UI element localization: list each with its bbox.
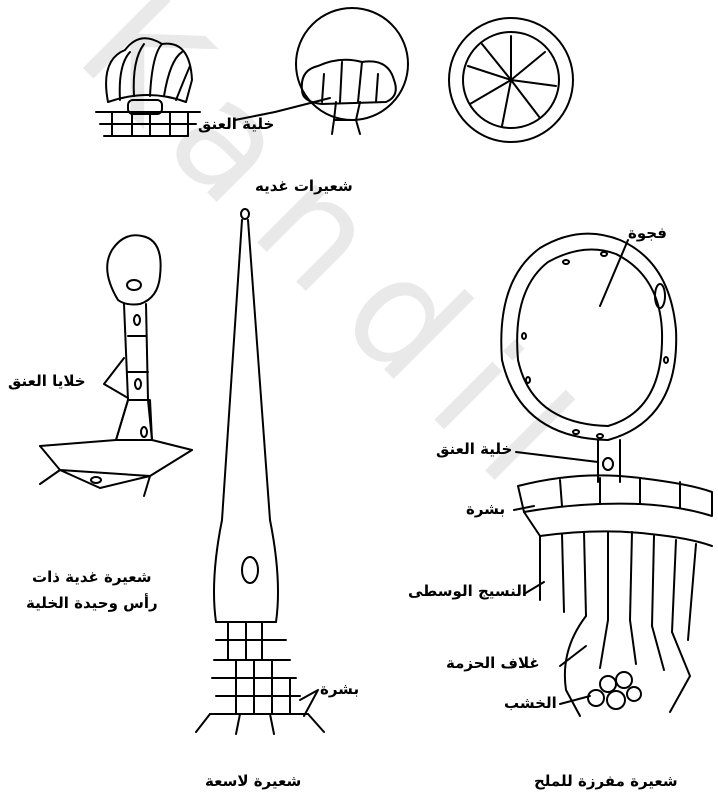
neck-cell-right-arrow [516,452,598,462]
glandular-hair-sac-drawing [296,8,408,134]
label-xylem: الخشب [504,694,557,713]
caption-salt-hair: شعيرة مفرزة للملح [534,770,678,793]
label-epidermis-middle: بشرة [320,680,359,699]
salt-hair-drawing [501,234,712,716]
label-epidermis-right: بشرة [466,500,505,519]
label-neck-cells-left: خلايا العنق [8,372,86,391]
stinging-hair-drawing [196,209,324,734]
neck-cell-arrow-2 [275,98,330,112]
neck-cells-arrows [104,358,128,398]
bundle-sheath-arrow [560,646,586,666]
glandular-hair-topview-drawing [449,18,573,142]
xylem-arrow [560,696,590,704]
caption-unicellular-line2: رأس وحيدة الخلية [26,592,158,615]
glandular-hair-fan-drawing [96,38,200,136]
stinging-epidermis-arrows [300,690,318,716]
label-mesophyll: النسيج الوسطى [408,582,527,601]
label-neck-cell-top: خلية العنق [198,115,274,134]
label-neck-cell-right: خلية العنق [436,440,512,459]
caption-stinging-hair: شعيرة لاسعة [205,770,301,793]
label-bundle-sheath: غلاف الحزمة [446,654,540,673]
unicellular-head-hair-drawing [40,235,192,496]
label-cavity: فجوة [628,224,667,243]
caption-unicellular-line1: شعيرة غدية ذات [32,566,152,589]
caption-glandular-hairs: شعيرات غديه [255,175,353,198]
